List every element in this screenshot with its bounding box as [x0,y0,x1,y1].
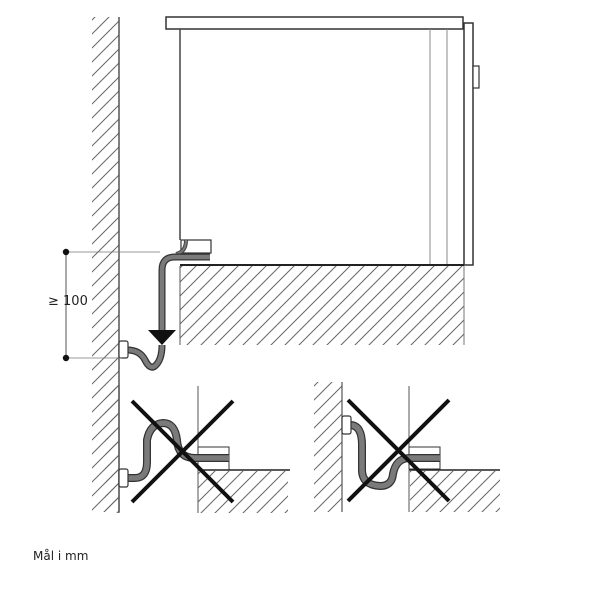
dimension-line [62,248,160,362]
unit-note: Mål i mm [33,549,89,563]
incorrect-example-2 [314,382,500,512]
flow-arrow-icon [148,330,176,345]
dimension-label: ≥ 100 [48,294,88,309]
appliance-outlet [180,239,212,254]
wall-trap [118,340,166,371]
incorrect-example-1 [105,385,290,513]
appliance [165,16,480,266]
drain-hose [158,239,210,330]
cross-mark-icon [346,398,451,503]
cross-mark-icon [130,399,235,504]
floor [179,266,465,345]
